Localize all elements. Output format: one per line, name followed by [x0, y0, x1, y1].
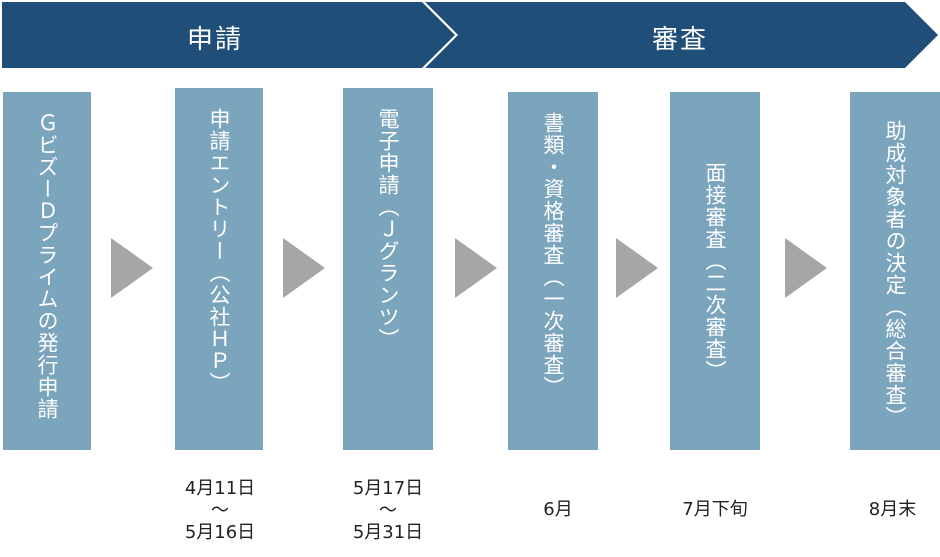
step-entry: 申請エントリー（公社ＨＰ）	[175, 88, 263, 450]
phase-divider	[423, 1, 459, 69]
step-interview: 面接審査（二次審査）	[670, 92, 760, 450]
phase-banner	[2, 1, 938, 69]
date-document-review: 6月	[543, 499, 573, 520]
step-label: 申請エントリー（公社ＨＰ）	[207, 108, 231, 394]
flow-arrow-icon	[785, 238, 827, 298]
flow-arrow-icon	[616, 238, 658, 298]
phase-banner-review	[424, 2, 938, 68]
date-separator: ～	[379, 500, 397, 521]
date-end: 5月16日	[184, 522, 256, 543]
date-start: 5月17日	[352, 478, 424, 499]
step-label: 書類・資格審査（一次審査）	[541, 112, 565, 398]
step-label: 電子申請（Ｊグランツ）	[376, 108, 400, 350]
step-label: 面接審査（二次審査）	[703, 162, 727, 382]
phase-label-review: 審査	[651, 25, 708, 55]
date-electronic-application: 5月17日 ～ 5月31日	[338, 478, 438, 544]
date-entry: 4月11日 ～ 5月16日	[170, 478, 270, 544]
date-interview: 7月下旬	[682, 499, 748, 520]
date-separator: ～	[211, 500, 229, 521]
step-electronic-application: 電子申請（Ｊグランツ）	[343, 88, 433, 450]
step-gbiz-id: ＧビズーＤプライムの発行申請	[3, 92, 91, 450]
step-label: 助成対象者の決定（総合審査）	[883, 120, 907, 428]
date-start: 4月11日	[184, 478, 256, 499]
date-end: 5月31日	[352, 522, 424, 543]
date-final-decision: 8月末	[868, 499, 917, 520]
flow-arrow-icon	[283, 238, 325, 298]
phase-banner-apply	[2, 2, 455, 68]
step-label: ＧビズーＤプライムの発行申請	[35, 112, 59, 420]
flow-arrow-icon	[455, 238, 497, 298]
flow-arrow-icon	[111, 238, 153, 298]
step-final-decision: 助成対象者の決定（総合審査）	[850, 92, 940, 450]
phase-label-apply: 申請	[186, 25, 243, 55]
step-document-review: 書類・資格審査（一次審査）	[508, 92, 598, 450]
